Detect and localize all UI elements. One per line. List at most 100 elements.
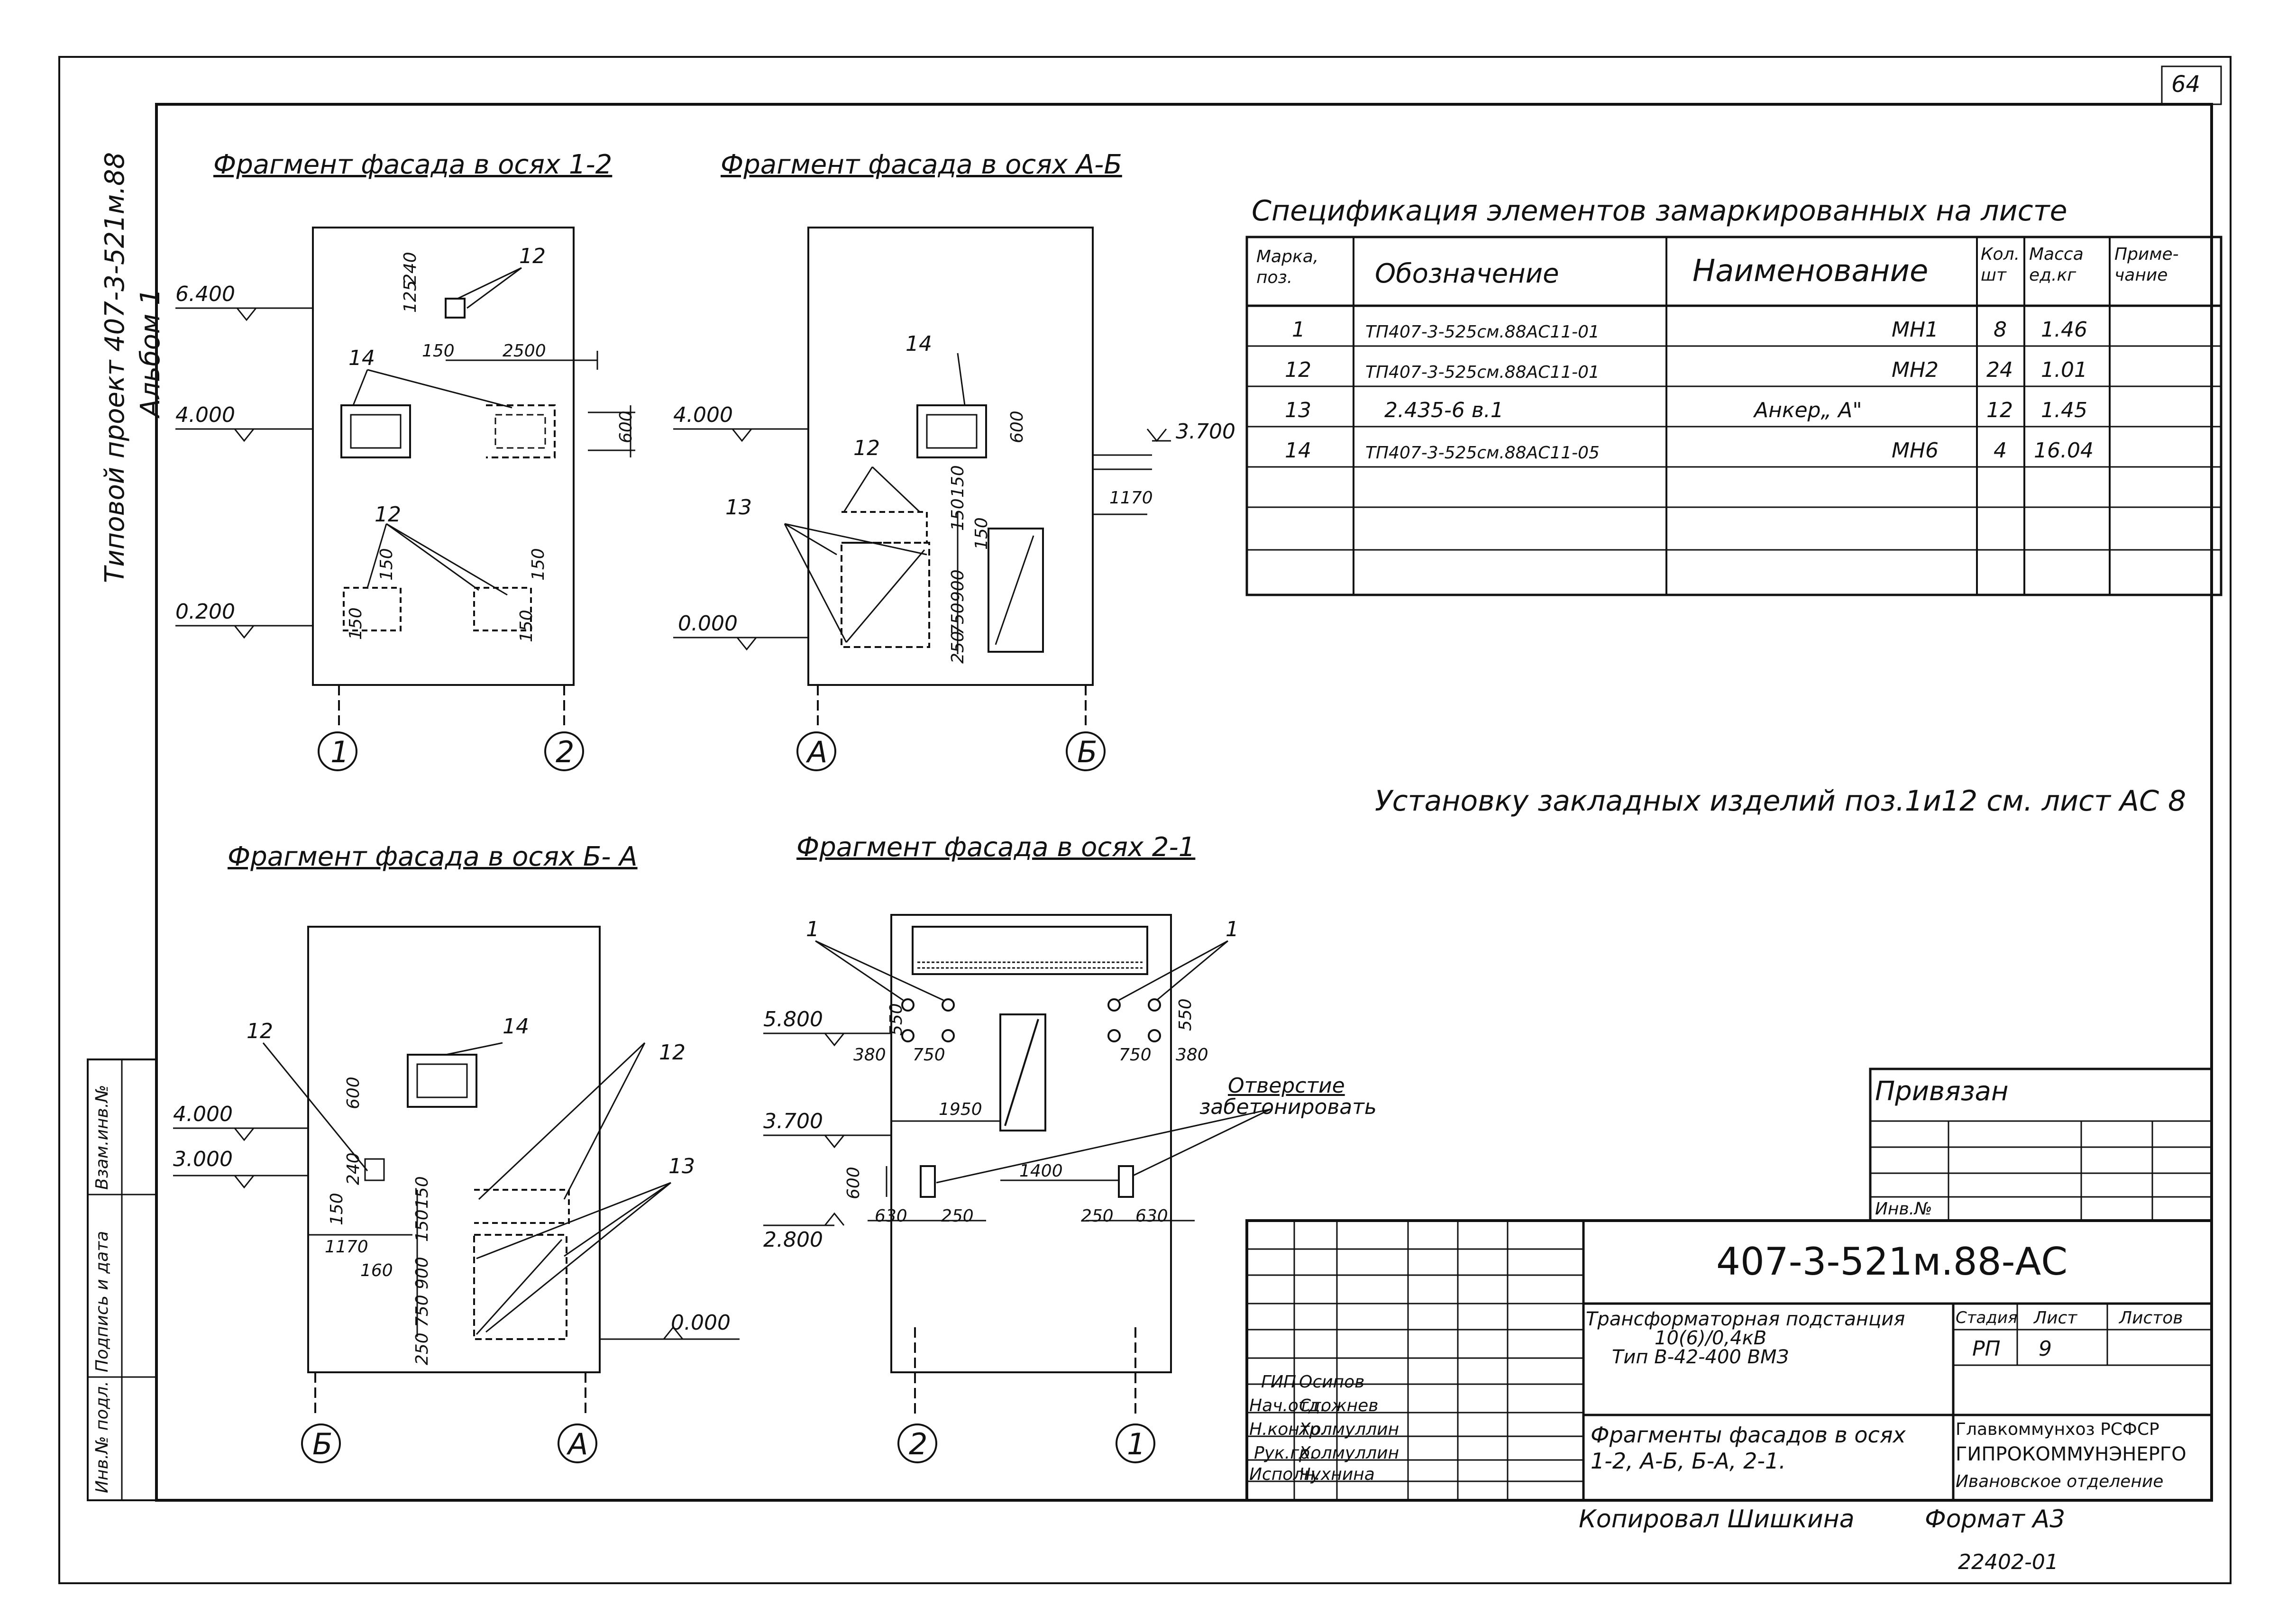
view-axes-1-2 — [175, 227, 635, 771]
dim-750: 750 — [913, 1045, 945, 1065]
view-title-1-2: Фрагмент фасада в осях 1-2 — [213, 149, 613, 180]
sheet-title-2: 1-2, А-Б, Б-А, 2-1. — [1591, 1448, 1786, 1474]
spec-cell: 4 — [1994, 438, 2007, 463]
dim-150: 150 — [948, 465, 968, 498]
dim-125: 125 — [401, 280, 420, 313]
spec-cell: 1.45 — [2041, 398, 2087, 422]
dim-240: 240 — [401, 252, 420, 284]
dim-150: 150 — [529, 548, 548, 581]
corner-box — [2161, 65, 2222, 105]
spec-cell: Анкер„ А" — [1754, 398, 1862, 422]
spec-header-mass: Масса ед.кг — [2029, 245, 2084, 285]
elev-3700: 3.700 — [763, 1109, 823, 1133]
callout-14: 14 — [906, 332, 932, 356]
dim-550: 550 — [1176, 998, 1195, 1031]
dim-1170: 1170 — [325, 1237, 368, 1257]
elev-0000: 0.000 — [678, 611, 738, 636]
inv-no-label: Инв.№ — [1875, 1199, 1932, 1219]
dim-150: 150 — [517, 610, 536, 642]
spec-cell: ТП407-3-525см.88АС11-01 — [1365, 363, 1600, 382]
elev-5800: 5.800 — [763, 1007, 823, 1031]
dim-250: 250 — [412, 1332, 432, 1365]
spec-header-name: Наименование — [1692, 254, 1929, 289]
axis-label-2: 2 — [556, 735, 575, 769]
elev-2800: 2.800 — [763, 1228, 823, 1252]
axis-label-a: А — [807, 735, 828, 769]
axis-label-b: Б — [1077, 735, 1098, 769]
spec-cell: 1 — [1292, 318, 1305, 342]
margin-label-sign: Подпись и дата — [92, 1231, 112, 1372]
margin-label-inv: Инв.№ подл. — [92, 1381, 112, 1493]
wall-outline — [307, 926, 601, 1373]
dim-150: 150 — [972, 517, 991, 550]
stage-header: Стадия — [1956, 1308, 2018, 1327]
wall-outline — [807, 227, 1094, 686]
org-line-1: Главкоммунхоз РСФСР — [1956, 1420, 2159, 1439]
dim-150: 150 — [422, 341, 455, 361]
dim-250: 250 — [948, 631, 968, 664]
view-title-2-1: Фрагмент фасада в осях 2-1 — [796, 832, 1196, 863]
spec-header-designation: Обозначение — [1375, 258, 1559, 289]
spec-cell: ТП407-3-525см.88АС11-05 — [1365, 443, 1600, 463]
sheet-number: 64 — [2171, 71, 2201, 98]
role-head: Нач.отд. — [1249, 1396, 1326, 1415]
axis-label-1: 1 — [330, 735, 349, 769]
axis-label-a: А — [568, 1427, 588, 1461]
dim-250: 250 — [941, 1206, 974, 1226]
callout-13: 13 — [725, 495, 752, 520]
name-head: Стожнев — [1299, 1396, 1379, 1415]
callout-1: 1 — [806, 917, 819, 941]
elev-0000: 0.000 — [671, 1311, 731, 1335]
copied-by: Копировал Шишкина — [1579, 1505, 1855, 1533]
dim-750: 750 — [1119, 1045, 1152, 1065]
dim-150: 150 — [327, 1193, 347, 1225]
hole-note: забетонировать — [1199, 1095, 1377, 1119]
dim-600: 600 — [844, 1167, 863, 1199]
sheets-header: Листов — [2119, 1308, 2183, 1328]
dim-900: 900 — [412, 1257, 432, 1289]
dim-750: 750 — [948, 602, 968, 635]
document-code: 407-3-521м.88-АС — [1716, 1240, 2068, 1284]
margin-label-replace: Взам.инв.№ — [92, 1085, 112, 1190]
dim-630: 630 — [1135, 1206, 1168, 1226]
wall-outline — [890, 914, 1172, 1373]
hole-note: Отверстие — [1228, 1074, 1345, 1098]
dim-250: 250 — [1081, 1206, 1114, 1226]
callout-13: 13 — [668, 1154, 695, 1178]
callout-12: 12 — [853, 436, 880, 460]
elev-0200: 0.200 — [175, 600, 235, 624]
object-line-3: Тип В-42-400 ВМЗ — [1612, 1346, 1789, 1368]
axis-label-1: 1 — [1127, 1427, 1146, 1461]
spec-cell: 16.04 — [2034, 438, 2094, 463]
callout-14: 14 — [348, 346, 375, 370]
role-ncontr: Н.контр. — [1249, 1420, 1326, 1439]
spec-cell: 12 — [1986, 398, 2013, 422]
callout-12: 12 — [519, 244, 546, 268]
wall-outline — [312, 227, 575, 686]
format-label: Формат А3 — [1925, 1505, 2066, 1533]
axis-label-2: 2 — [909, 1427, 928, 1461]
spec-table-grid — [1245, 236, 2223, 596]
elev-6400: 6.400 — [175, 282, 235, 306]
spec-cell: МН2 — [1892, 358, 1939, 382]
dim-1400: 1400 — [1019, 1161, 1063, 1181]
bottom-code: 22402-01 — [1958, 1550, 2058, 1574]
outer-frame — [58, 56, 2232, 1584]
dim-550: 550 — [887, 1003, 906, 1036]
dim-2500: 2500 — [503, 341, 546, 361]
project-side-label: Типовой проект 407-3-521м.88 — [100, 152, 130, 583]
spec-title: Спецификация элементов замаркированных н… — [1252, 194, 2067, 228]
sheet-no-value: 9 — [2039, 1337, 2052, 1361]
spec-header-qty: Кол. шт — [1981, 245, 2020, 285]
dim-600: 600 — [616, 411, 636, 443]
dim-900: 900 — [948, 569, 968, 602]
elev-3000: 3.000 — [173, 1147, 233, 1171]
spec-cell: 1.46 — [2041, 318, 2087, 342]
dim-630: 630 — [875, 1206, 907, 1226]
dim-1950: 1950 — [939, 1100, 982, 1119]
dim-150: 150 — [948, 498, 968, 531]
spec-header-note: Приме- чание — [2114, 245, 2179, 285]
role-exec: Исполн. — [1249, 1465, 1321, 1484]
title-block-grid — [1245, 1067, 2213, 1502]
